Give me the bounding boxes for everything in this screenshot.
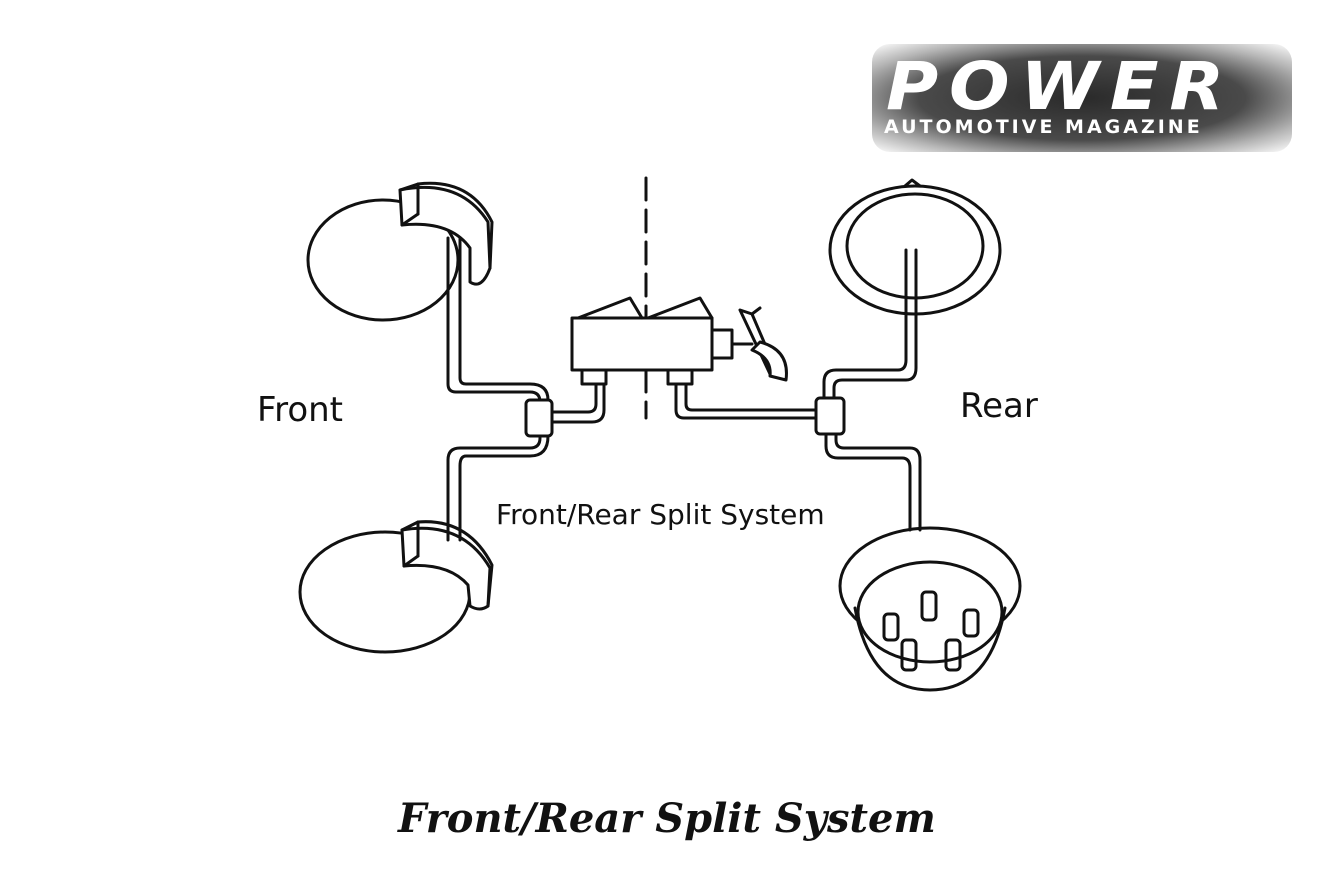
figure-caption: Front/Rear Split System bbox=[398, 795, 936, 842]
front-label: Front bbox=[257, 390, 343, 430]
rear-label: Rear bbox=[960, 386, 1038, 426]
rear-lower-drum-brake-icon bbox=[838, 526, 1022, 692]
front-lower-disc-brake-icon bbox=[298, 520, 494, 654]
logo-main-text: POWER bbox=[886, 48, 1236, 125]
front-brake-lines bbox=[446, 236, 606, 542]
front-splitter bbox=[524, 398, 554, 438]
system-label: Front/Rear Split System bbox=[496, 498, 825, 531]
master-cylinder-icon bbox=[570, 296, 754, 386]
brake-pedal-icon bbox=[738, 306, 788, 382]
rear-splitter bbox=[814, 396, 846, 436]
logo-sub-text: AUTOMOTIVE MAGAZINE bbox=[884, 116, 1203, 138]
front-left-disc-brake-icon bbox=[306, 181, 494, 322]
power-magazine-logo: POWER AUTOMOTIVE MAGAZINE bbox=[872, 44, 1292, 152]
rear-brake-lines bbox=[674, 248, 922, 532]
